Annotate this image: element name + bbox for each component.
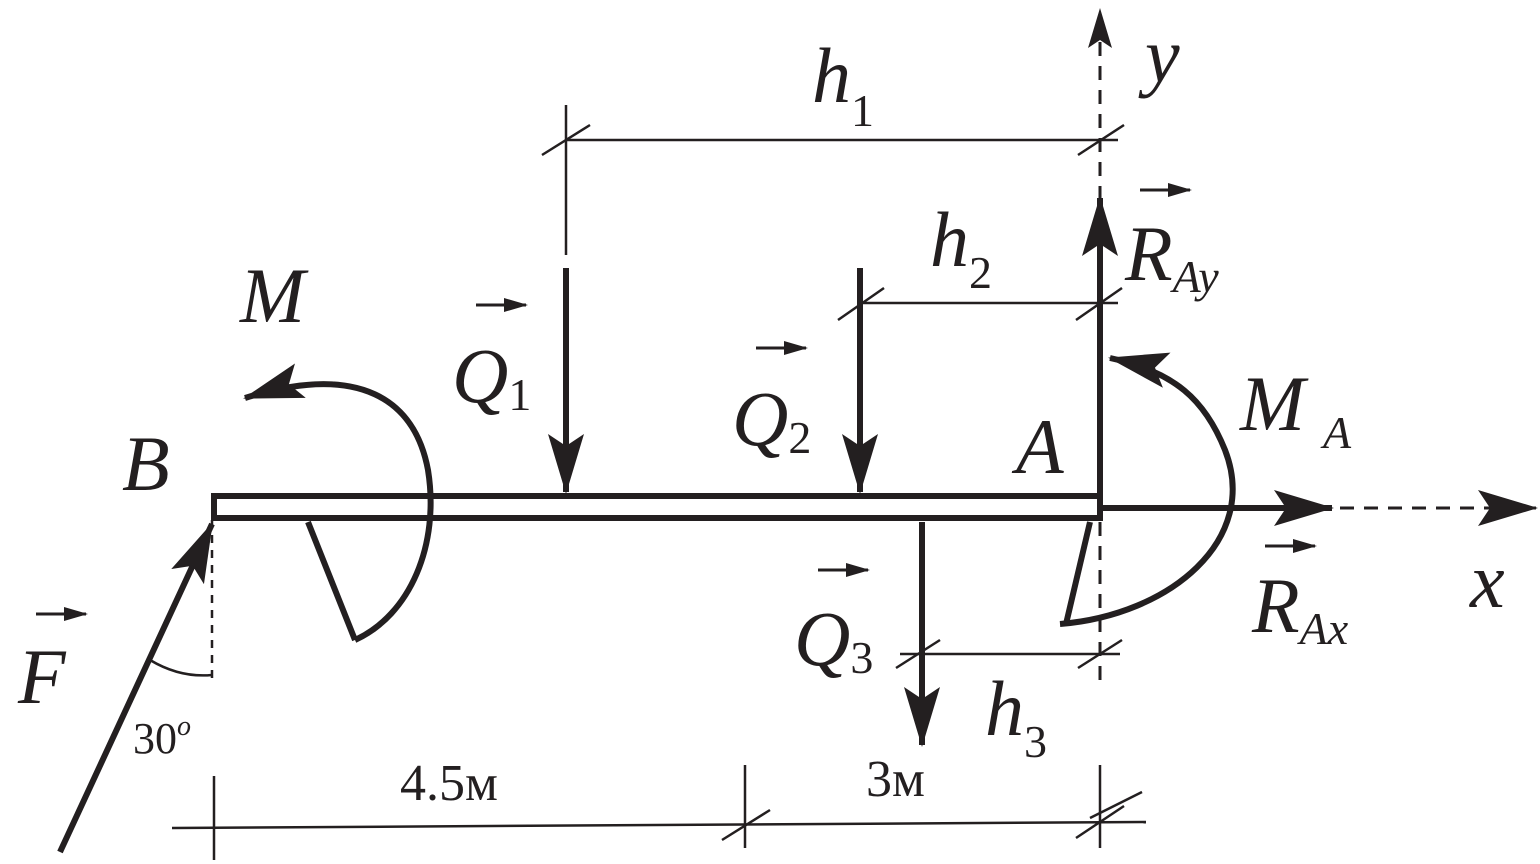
force-q3: Q3	[794, 522, 940, 747]
svg-text:Q3: Q3	[794, 595, 873, 683]
m-a-subscript: A	[1320, 407, 1352, 458]
q3-label: Q	[794, 595, 850, 682]
x-axis-label: x	[1469, 537, 1505, 624]
f-label: F	[17, 633, 67, 720]
dimension-bottom: 4.5м 3м	[171, 751, 1147, 860]
y-axis-label: y	[1138, 12, 1180, 99]
h1-label: h	[812, 32, 851, 119]
force-q1: Q1	[452, 268, 584, 494]
svg-text:Q2: Q2	[732, 375, 811, 463]
h3-label: h	[985, 665, 1024, 752]
svg-text:h2: h2	[930, 196, 992, 298]
r-ay-subscript: Ay	[1170, 251, 1220, 302]
force-q2: Q2	[732, 268, 878, 494]
svg-text:RAx: RAx	[1251, 562, 1349, 654]
svg-text:Q1: Q1	[452, 332, 531, 420]
dimension-h2: h2	[837, 196, 1123, 322]
q2-label: Q	[732, 375, 788, 462]
reaction-r-ax: RAx	[1102, 490, 1349, 654]
dimension-h3: h3	[895, 638, 1123, 767]
dim-left-label: 4.5м	[400, 755, 498, 812]
q1-label: Q	[452, 332, 508, 419]
reaction-r-ay: RAy	[1082, 183, 1219, 495]
h1-subscript: 1	[851, 85, 874, 136]
h2-label: h	[930, 196, 969, 283]
r-ax-subscript: Ax	[1297, 603, 1349, 654]
dim-right-label: 3м	[866, 751, 925, 808]
svg-text:MA: MA	[1239, 360, 1352, 458]
h3-subscript: 3	[1024, 716, 1047, 767]
r-ay-label: R	[1124, 210, 1173, 297]
r-ax-label: R	[1251, 562, 1300, 649]
m-a-label: M	[1239, 360, 1309, 447]
dimension-h1: h1	[541, 32, 1125, 255]
svg-text:30o: 30o	[133, 711, 191, 763]
svg-text:h3: h3	[985, 665, 1047, 767]
force-f: F 30o	[17, 520, 215, 854]
m-label: M	[239, 252, 309, 339]
q1-subscript: 1	[508, 369, 531, 420]
point-a-label: A	[1011, 403, 1064, 490]
angle-degree: o	[177, 711, 191, 742]
q2-subscript: 2	[788, 412, 811, 463]
svg-text:RAy: RAy	[1124, 210, 1219, 302]
beam	[211, 493, 1103, 521]
moment-m: M	[239, 252, 434, 643]
angle-value: 30	[133, 714, 177, 763]
point-b-label: B	[122, 420, 170, 507]
q3-subscript: 3	[850, 632, 873, 683]
svg-text:h1: h1	[812, 32, 874, 136]
h2-subscript: 2	[969, 247, 992, 298]
